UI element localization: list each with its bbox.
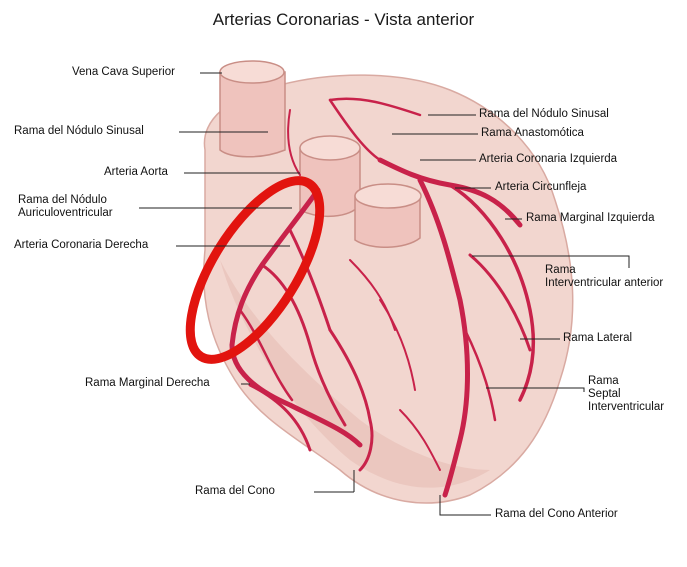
label-rama-cono-anterior: Rama del Cono Anterior xyxy=(495,508,618,521)
vena-cava-opening xyxy=(220,61,284,83)
label-rama-del-cono: Rama del Cono xyxy=(195,485,275,498)
label-rama-nodulo-av-1: Rama del Nódulo xyxy=(18,194,107,207)
label-rama-nodulo-sinusal-left: Rama del Nódulo Sinusal xyxy=(14,125,144,138)
label-rama-nodulo-av-2: Auriculoventricular xyxy=(18,207,113,220)
label-rama-interventricular-2: Interventricular anterior xyxy=(545,277,663,290)
label-rama-marginal-izquierda: Rama Marginal Izquierda xyxy=(526,212,654,225)
vena-cava-superior xyxy=(220,72,285,157)
label-rama-anastomotica: Rama Anastomótica xyxy=(481,127,584,140)
label-rama-lateral: Rama Lateral xyxy=(563,332,632,345)
label-vena-cava-superior: Vena Cava Superior xyxy=(72,66,175,79)
label-rama-septal-2: Septal xyxy=(588,388,621,401)
label-rama-marginal-derecha: Rama Marginal Derecha xyxy=(85,377,210,390)
label-rama-interventricular-1: Rama xyxy=(545,264,576,277)
label-rama-septal-1: Rama xyxy=(588,375,619,388)
label-rama-nodulo-sinusal-right: Rama del Nódulo Sinusal xyxy=(479,108,609,121)
label-arteria-circunfleja: Arteria Circunfleja xyxy=(495,181,586,194)
aorta-opening xyxy=(300,136,360,160)
label-arteria-coronaria-derecha: Arteria Coronaria Derecha xyxy=(14,239,148,252)
label-arteria-aorta: Arteria Aorta xyxy=(104,166,168,179)
label-arteria-coronaria-izquierda: Arteria Coronaria Izquierda xyxy=(479,153,617,166)
label-rama-septal-3: Interventricular xyxy=(588,401,664,414)
pulmonary-opening xyxy=(355,184,421,208)
